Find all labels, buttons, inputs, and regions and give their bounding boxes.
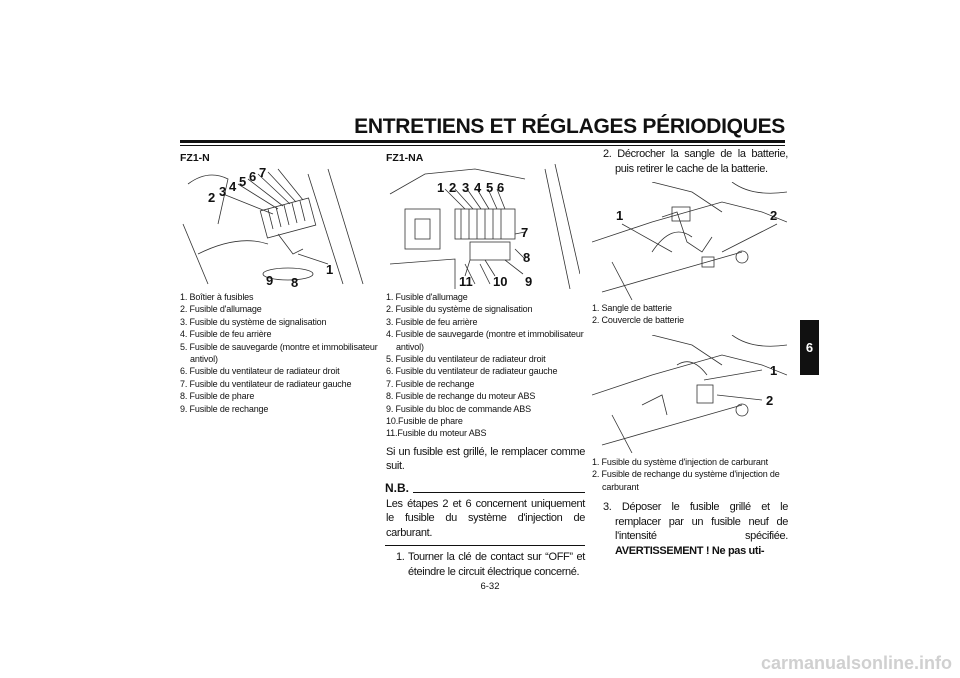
callout-1: 1 <box>437 180 444 195</box>
fuse-box-illustration-fz1na: 1 2 3 4 5 6 7 8 9 10 11 <box>389 164 580 289</box>
legend-item: 1. Sangle de batterie <box>592 303 672 313</box>
callout-8: 8 <box>291 275 298 289</box>
step-2: 2. Décrocher la sangle de la batterie, p… <box>603 148 788 175</box>
legend-fz1na: 1. Fusible d'allumage 2. Fusible du syst… <box>385 291 585 440</box>
legend-item: 7. Fusible de rechange <box>386 378 475 389</box>
nb-label: N.B. <box>385 480 409 495</box>
fuse-box-illustration-fz1n: 2 3 4 5 6 7 9 8 1 <box>182 165 364 289</box>
fuel-injection-fuse-illustration: 1 2 <box>592 334 787 453</box>
step-1: 1. Tourner la clé de contact sur “OFF” e… <box>396 551 585 578</box>
legend-item: 4. Fusible de feu arrière <box>180 329 272 340</box>
legend-item: 9. Fusible du bloc de commande ABS <box>386 403 531 414</box>
legend-item: 3. Fusible du système de signalisation <box>180 316 327 327</box>
callout-7: 7 <box>259 165 266 180</box>
header-rule <box>180 140 785 143</box>
legend-item: 6. Fusible du ventilateur de radiateur d… <box>180 366 340 377</box>
callout-4: 4 <box>474 180 482 195</box>
legend-item: 1. Fusible d'allumage <box>386 292 468 302</box>
column-2: FZ1-NA 1 2 3 4 5 6 7 8 9 10 11 1. Fusibl… <box>385 152 585 592</box>
legend-item: 2. Fusible du système de signalisation <box>386 304 533 315</box>
callout-10: 10 <box>493 274 507 289</box>
legend-item: 2. Fusible d'allumage <box>180 304 262 315</box>
legend-item: 2. Couvercle de batterie <box>592 315 684 326</box>
page-title: ENTRETIENS ET RÉGLAGES PÉRIODIQUES <box>354 115 785 138</box>
callout-3: 3 <box>219 184 226 199</box>
legend-item: 1. Fusible du système d'injection de car… <box>592 456 768 467</box>
legend-battery: 1. Sangle de batterie 2. Couvercle de ba… <box>592 302 788 327</box>
model-label-fz1n: FZ1-N <box>180 152 210 164</box>
nb-text: Les étapes 2 et 6 concernent uniquement … <box>386 497 585 539</box>
legend-item: 10.Fusible de phare <box>386 416 463 427</box>
callout-1: 1 <box>770 363 777 378</box>
legend-item: 11.Fusible du moteur ABS <box>386 428 487 439</box>
column-1: FZ1-N 2 3 4 5 6 7 9 8 1 1. Boîtier à fus… <box>178 152 378 415</box>
callout-6: 6 <box>497 180 504 195</box>
callout-7: 7 <box>521 225 528 240</box>
legend-fuel-injection: 1. Fusible du système d'injection de car… <box>592 456 788 493</box>
legend-item: 5. Fusible du ventilateur de radiateur d… <box>386 354 546 365</box>
paragraph-replace-fuse: Si un fusible est grillé, le remplacer c… <box>386 445 585 473</box>
nb-rule <box>413 491 585 493</box>
callout-1: 1 <box>326 262 333 277</box>
battery-strap-illustration: 1 2 <box>592 182 787 300</box>
legend-item: 8. Fusible de phare <box>180 391 255 402</box>
callout-2: 2 <box>449 180 456 195</box>
callout-2: 2 <box>208 190 215 205</box>
legend-item: 8. Fusible de rechange du moteur ABS <box>386 391 536 402</box>
nb-header: N.B. <box>385 480 585 495</box>
callout-2: 2 <box>766 393 773 408</box>
callout-5: 5 <box>486 180 493 195</box>
callout-2: 2 <box>770 208 777 223</box>
step-3-text: 3. Déposer le fusible grillé et le rempl… <box>603 501 788 543</box>
callout-11: 11 <box>459 274 473 289</box>
legend-item: 6. Fusible du ventilateur de radiateur g… <box>386 366 558 377</box>
callout-9: 9 <box>525 274 532 289</box>
page-number: 6-32 <box>480 581 500 593</box>
legend-item: 9. Fusible de rechange <box>180 403 269 414</box>
nb-end-rule <box>385 545 585 547</box>
callout-6: 6 <box>249 169 256 184</box>
header-rule-thin <box>180 145 785 146</box>
callout-4: 4 <box>229 179 237 194</box>
chapter-tab[interactable]: 6 <box>800 320 819 375</box>
legend-item: 2. Fusible de rechange du système d'inje… <box>592 469 780 492</box>
legend-item: 4. Fusible de sauvegarde (montre et immo… <box>386 329 584 352</box>
callout-3: 3 <box>462 180 469 195</box>
legend-item: 3. Fusible de feu arrière <box>386 316 478 327</box>
step-3-warning: AVERTISSEMENT ! Ne pas uti- <box>615 544 765 557</box>
legend-item: 7. Fusible du ventilateur de radiateur g… <box>180 378 352 389</box>
model-label-fz1na: FZ1-NA <box>386 152 424 164</box>
step-3: 3. Déposer le fusible grillé et le rempl… <box>592 500 788 558</box>
legend-item: 1. Boîtier à fusibles <box>180 292 254 302</box>
watermark: carmanualsonline.info <box>760 653 952 673</box>
column-3: 2. Décrocher la sangle de la batterie, p… <box>592 147 788 558</box>
legend-fz1n: 1. Boîtier à fusibles 2. Fusible d'allum… <box>178 291 378 415</box>
callout-9: 9 <box>266 273 273 288</box>
callout-8: 8 <box>523 250 530 265</box>
callout-1: 1 <box>616 208 623 223</box>
legend-item: 5. Fusible de sauvegarde (montre et immo… <box>180 341 378 365</box>
callout-5: 5 <box>239 174 246 189</box>
